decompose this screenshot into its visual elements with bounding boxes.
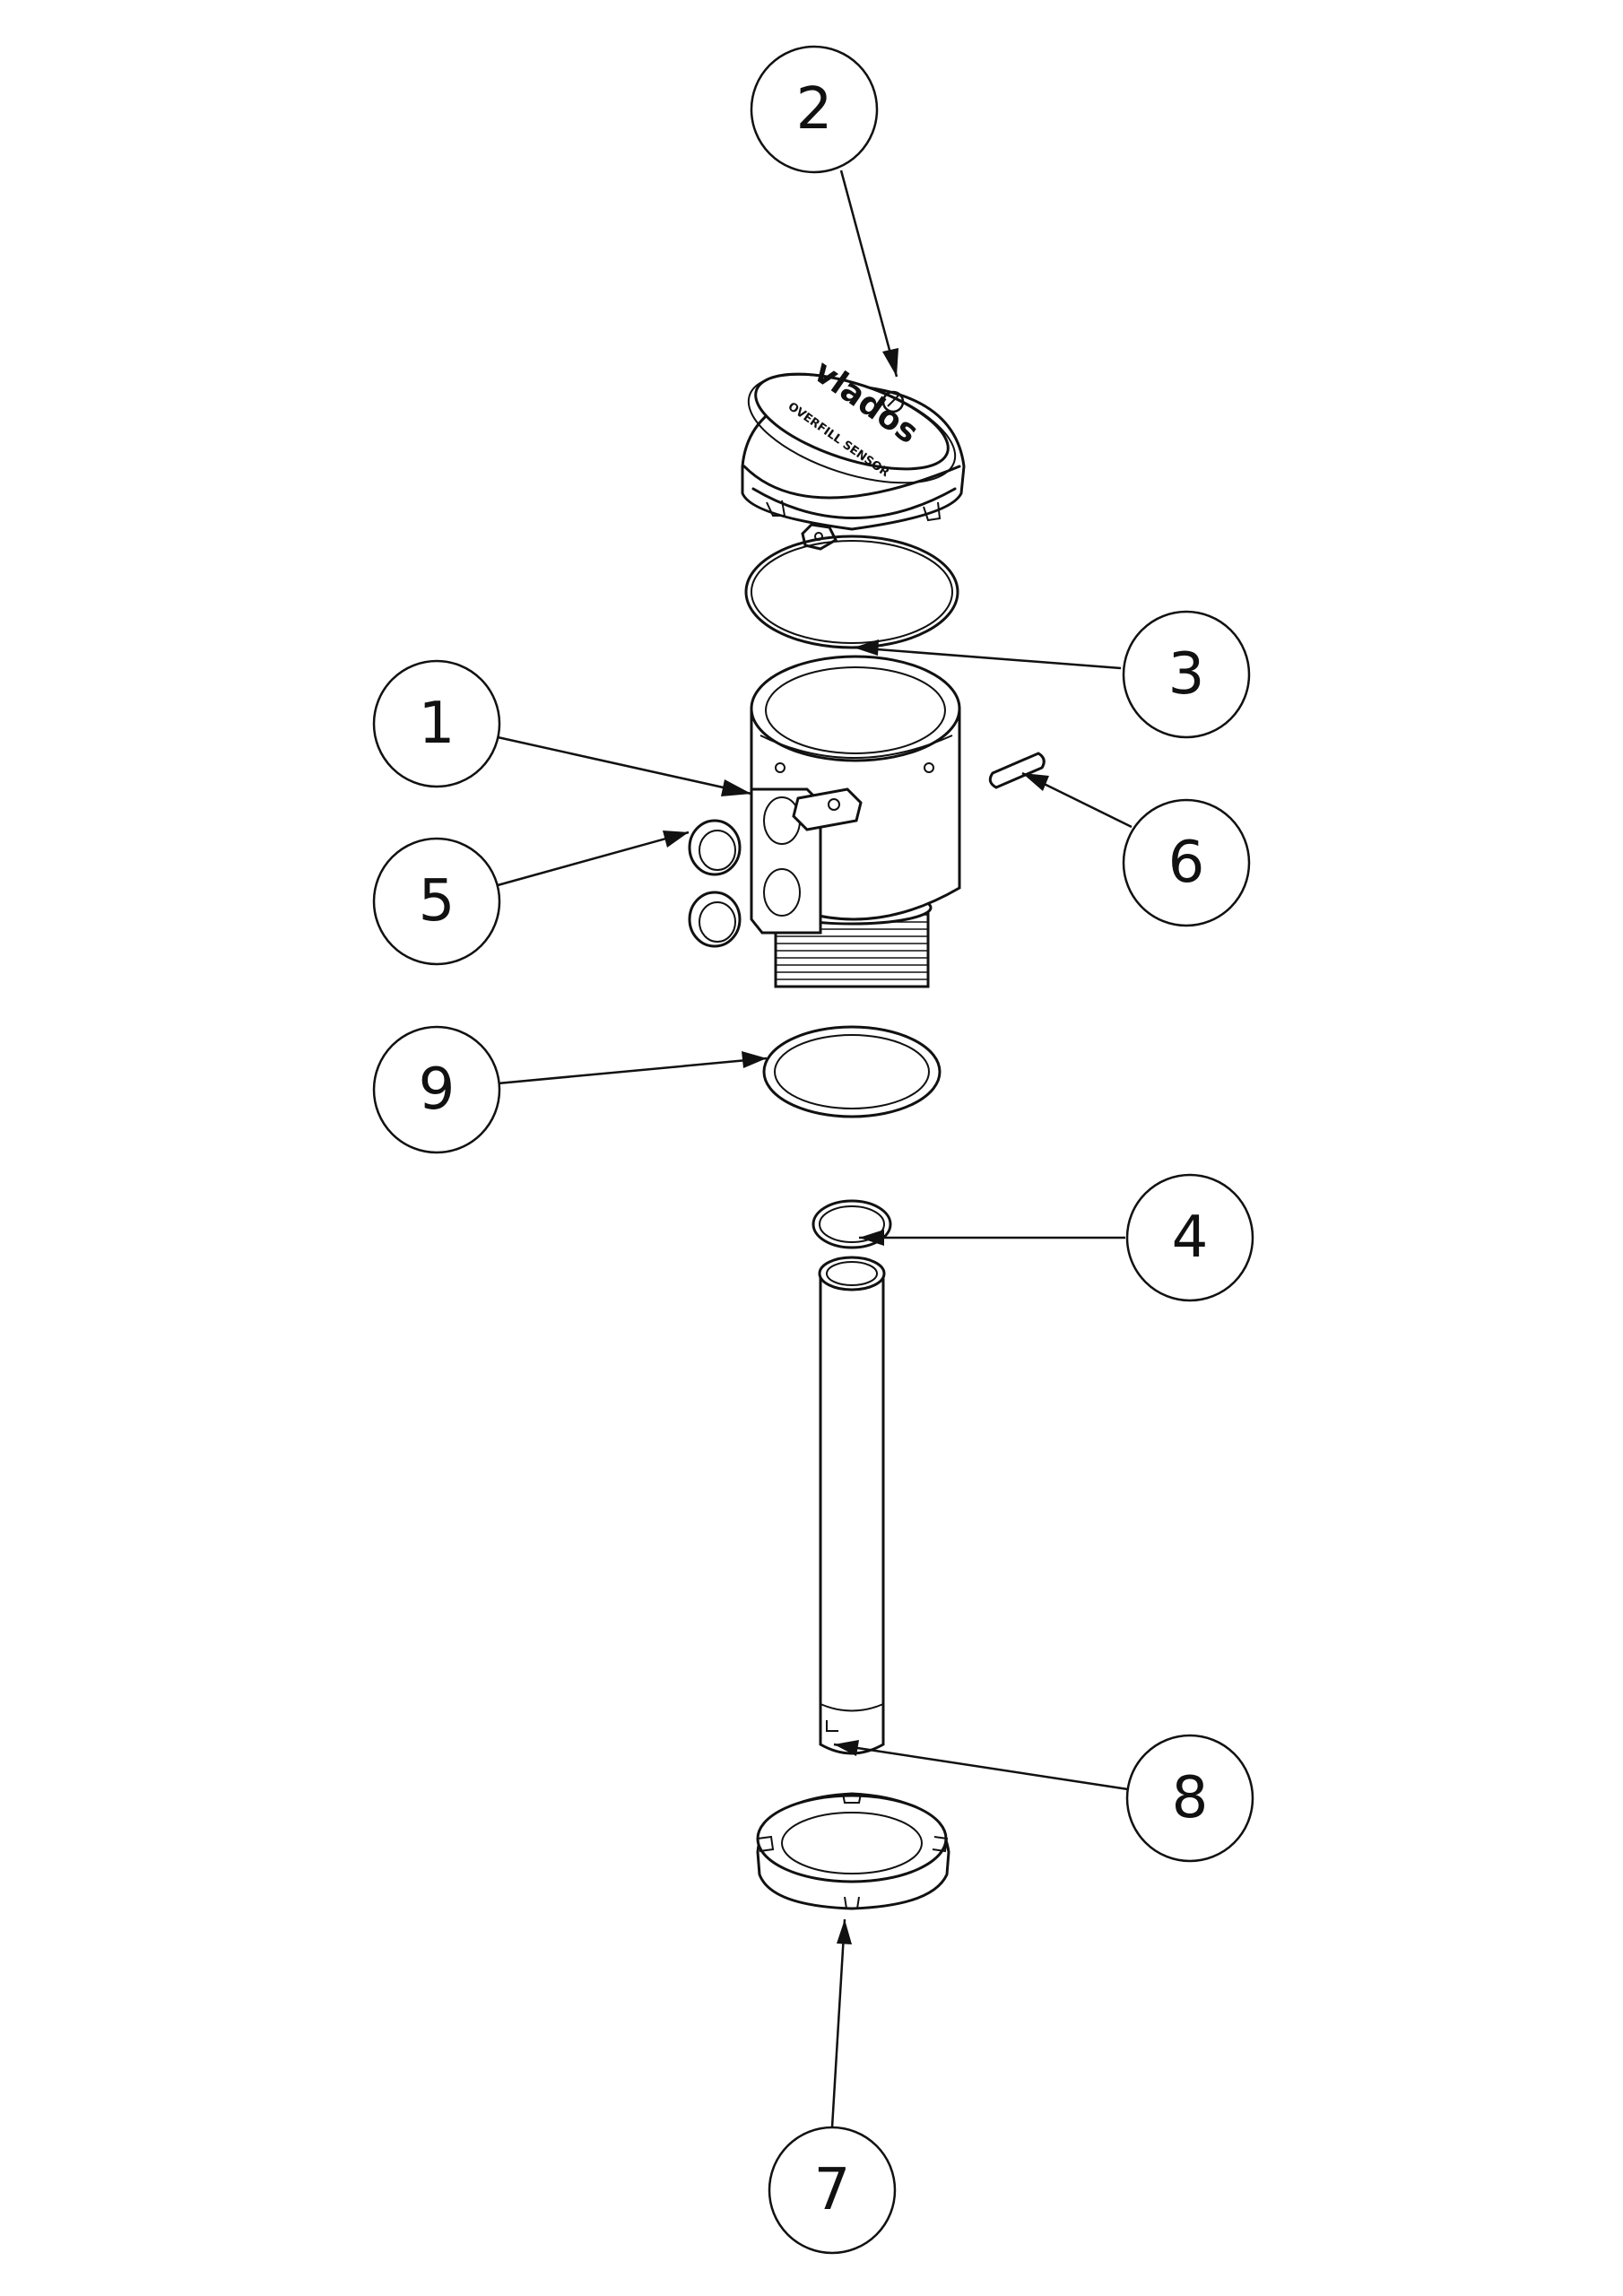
svg-text:8: 8 (1172, 1765, 1209, 1831)
balloon-3: 3 (1122, 610, 1251, 739)
balloon-2: 2 (750, 45, 879, 174)
part-housing-body (750, 655, 961, 988)
svg-text:2: 2 (796, 76, 833, 143)
balloon-7: 7 (768, 2126, 897, 2255)
part-pin (988, 752, 1046, 789)
svg-text:3: 3 (1168, 641, 1205, 708)
balloon-6: 6 (1122, 798, 1251, 927)
part-medium-o-ring (762, 1025, 942, 1118)
part-large-o-ring (744, 535, 959, 649)
svg-text:5: 5 (419, 868, 456, 935)
balloon-4: 4 (1125, 1173, 1254, 1302)
part-cable-glands (688, 819, 742, 948)
svg-text:6: 6 (1168, 830, 1205, 896)
balloon-1: 1 (372, 659, 501, 788)
leader-lines (497, 170, 1133, 2128)
balloon-9: 9 (372, 1025, 501, 1154)
part-small-o-ring (812, 1199, 892, 1249)
balloon-5: 5 (372, 837, 501, 966)
cap-logo-icon (881, 390, 905, 413)
svg-text:9: 9 (419, 1057, 456, 1123)
balloon-8: 8 (1125, 1734, 1254, 1863)
svg-text:4: 4 (1172, 1205, 1209, 1271)
svg-text:1: 1 (419, 691, 456, 757)
part-lock-nut (756, 1792, 950, 1910)
part-float-tube (818, 1256, 886, 1755)
svg-text:7: 7 (814, 2157, 851, 2223)
part-cap: vlados OVERFILL SENSOR (741, 353, 966, 551)
